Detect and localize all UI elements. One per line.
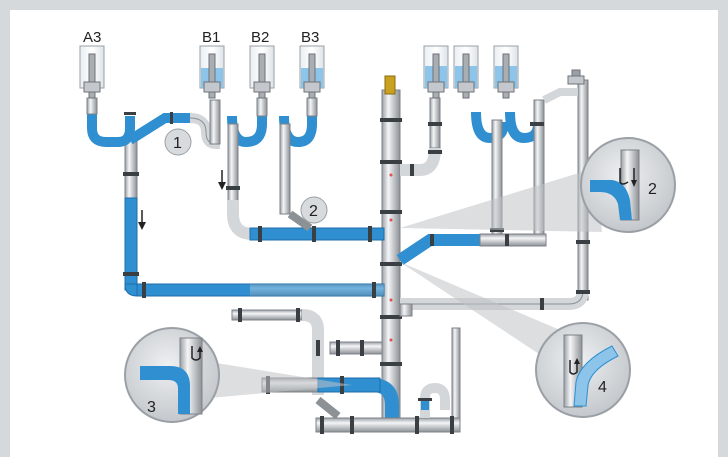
trap-b2-b3	[218, 97, 385, 242]
marker-2: 2	[300, 196, 328, 224]
callout-beams	[198, 168, 602, 398]
main-stack	[380, 75, 402, 421]
trap-a3-b1	[86, 97, 221, 149]
callout-2-label: 2	[648, 181, 657, 198]
callout-4: 4	[535, 322, 631, 418]
label-b3: B3	[301, 29, 319, 46]
marker-2-label: 2	[309, 203, 318, 220]
label-b2: B2	[251, 29, 269, 46]
vent-cap	[384, 75, 396, 95]
marker-1: 1	[164, 128, 192, 156]
fixture-b2	[249, 45, 275, 99]
label-b1: B1	[202, 29, 220, 46]
fixture-b3	[299, 45, 325, 99]
callout-2: 2	[580, 137, 676, 233]
fixture-b1	[199, 45, 225, 99]
vent-valve-right	[567, 69, 585, 85]
label-a3: A3	[83, 29, 101, 46]
left-drain-line	[123, 139, 385, 298]
marker-1-label: 1	[173, 135, 182, 152]
callout-3: 3	[124, 327, 220, 423]
fixture-right-2	[453, 45, 479, 99]
fixture-right-1	[423, 45, 449, 99]
callout-3-label: 3	[147, 399, 156, 416]
callout-4-label: 4	[598, 379, 607, 396]
lower-branch	[231, 303, 461, 434]
fixture-right-3	[493, 45, 519, 99]
fixture-a3	[79, 45, 105, 99]
